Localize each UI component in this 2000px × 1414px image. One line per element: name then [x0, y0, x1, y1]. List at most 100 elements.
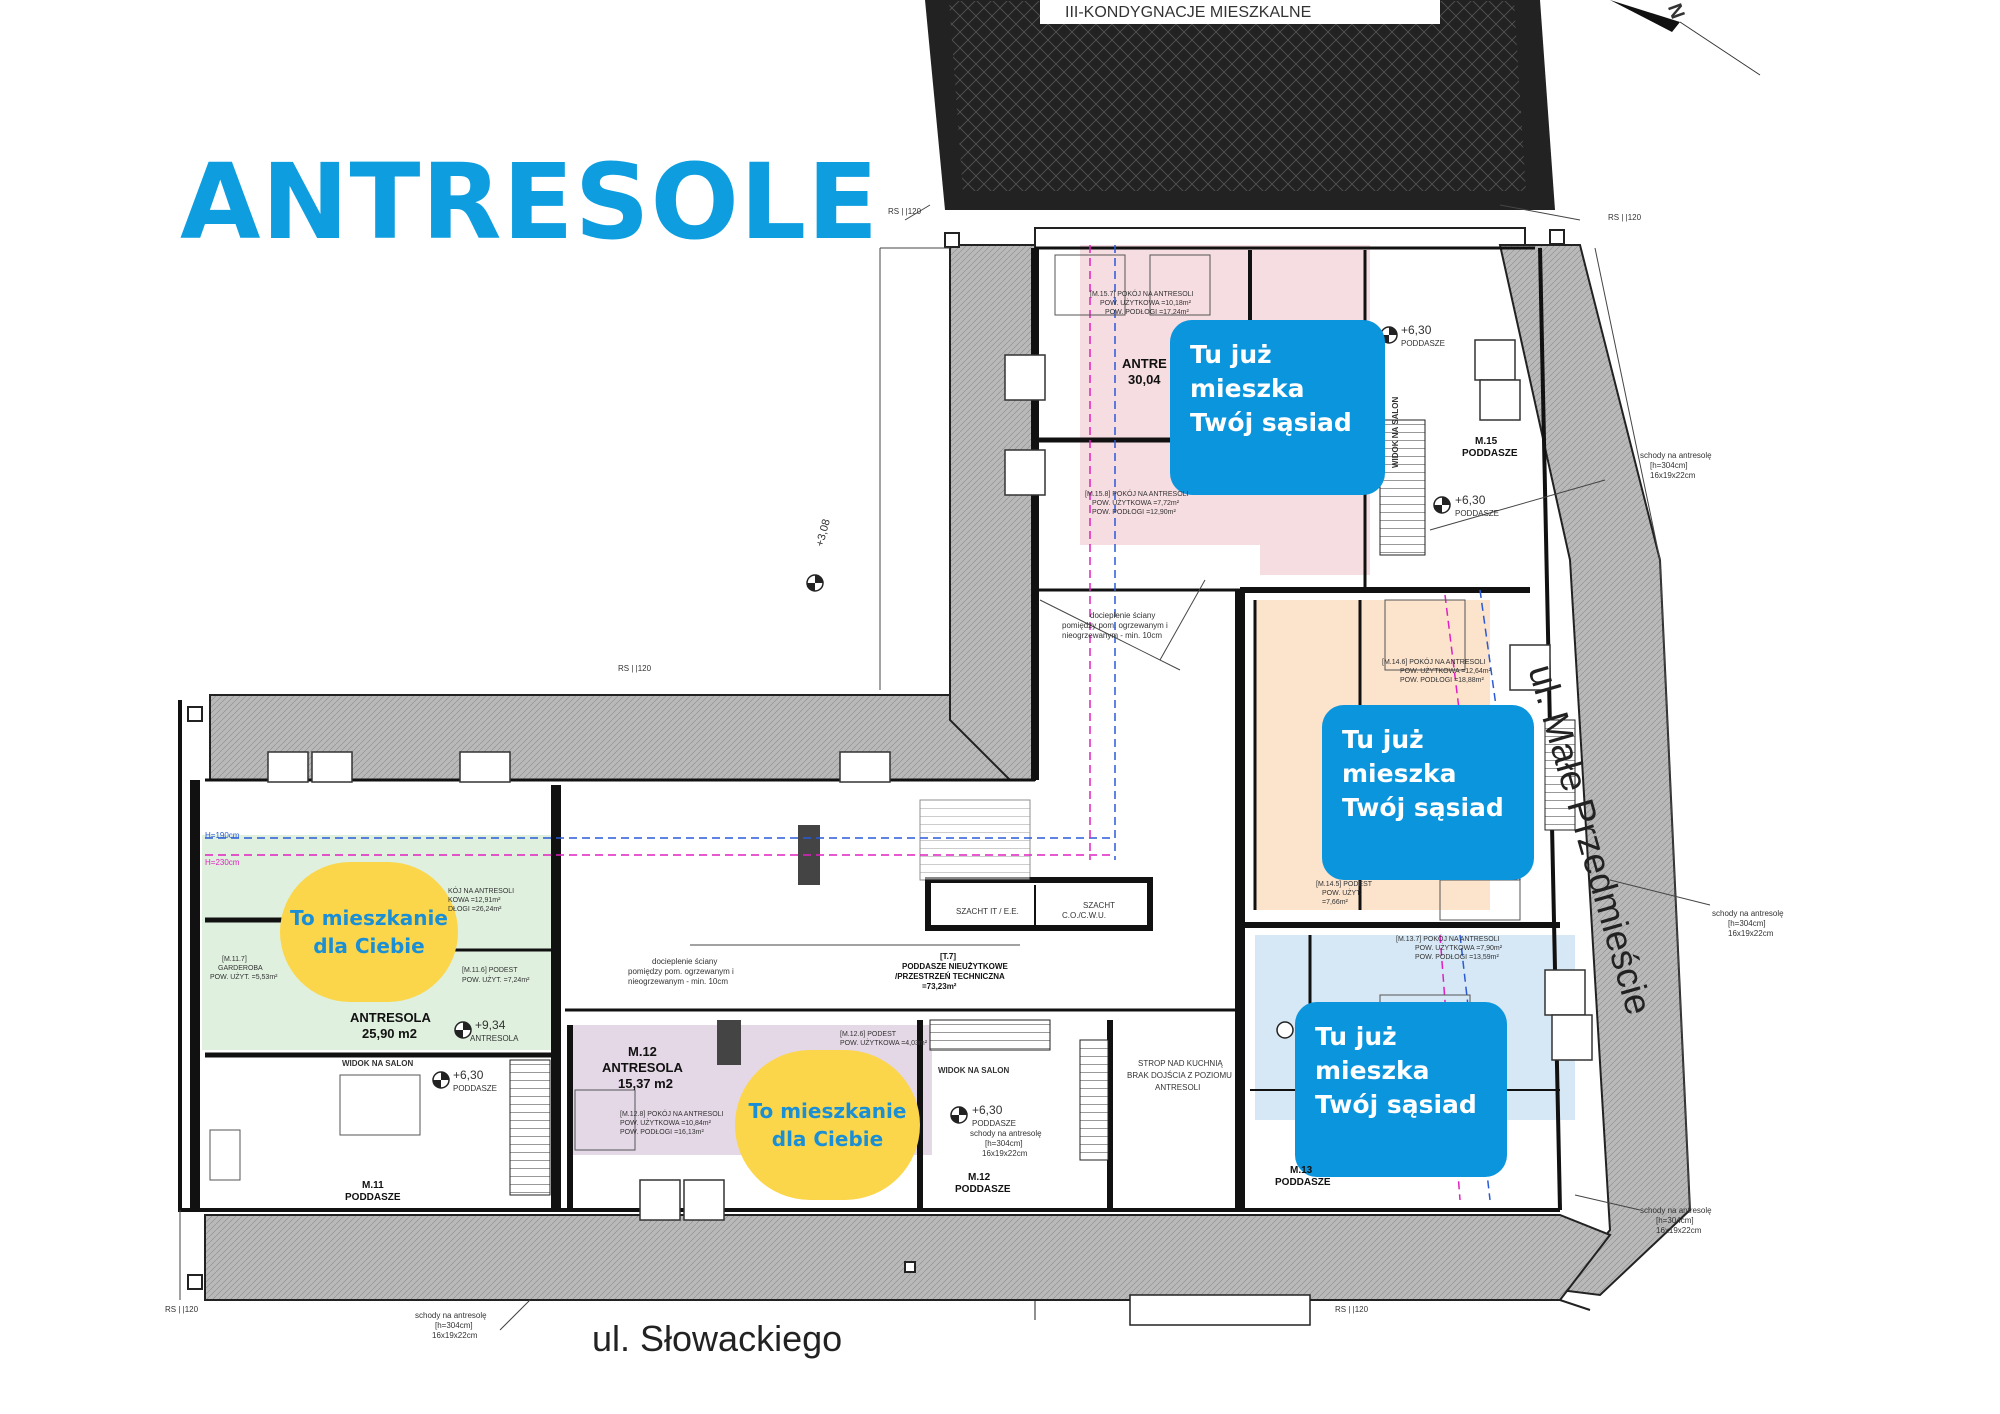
structural-posts: [187, 229, 1565, 1290]
antresola-12-label: ANTRESOLA: [602, 1060, 683, 1075]
strop-note-2: BRAK DOJŚCIA Z POZIOMU: [1127, 1071, 1232, 1080]
shaft-co-label-2: C.O./C.W.U.: [1062, 911, 1106, 920]
shaft-it-label: SZACHT IT / E.E.: [956, 907, 1019, 916]
offer-line: dla Ciebie: [313, 934, 425, 958]
bubble-line: Tu już: [1315, 1022, 1397, 1051]
room-116-b: POW. UŻYT. =7,24m²: [462, 977, 530, 984]
insulation-note-2c: nieogrzewanym - min. 10cm: [628, 977, 729, 986]
room-145-c: =7,66m²: [1322, 899, 1348, 906]
stairs-note: schody na antresolę: [970, 1129, 1042, 1138]
stairs-note: 16x19x22cm: [432, 1331, 478, 1340]
upper-building-label: III-KONDYGNACJE MIESZKALNE: [1065, 4, 1312, 21]
stairs-note: [h=304cm]: [1728, 919, 1766, 928]
room-115: KÓJ NA ANTRESOLI: [448, 888, 515, 895]
room-146: [M.14.6] POKÓJ NA ANTRESOLI: [1382, 659, 1486, 666]
level-630-d: +6,30: [1455, 493, 1486, 507]
stairs-note: schody na antresolę: [1712, 909, 1784, 918]
stairs: [509, 419, 1576, 1196]
room-111-c: POW. UŻYT. =5,53m²: [210, 974, 278, 981]
stairs-note: 16x19x22cm: [982, 1149, 1028, 1158]
stairs-note: [h=304cm]: [1650, 461, 1688, 470]
stairs-note: [h=304cm]: [1656, 1216, 1694, 1225]
t7-line-c: =73,23m²: [922, 982, 957, 991]
room-111-b: GARDEROBA: [218, 965, 263, 972]
upper-building: [925, 0, 1555, 210]
room-145-b: POW. UŻYT.: [1322, 890, 1362, 897]
widok-label-2: WIDOK NA SALON: [938, 1066, 1010, 1075]
antresola-12-area: 15,37 m2: [618, 1076, 673, 1091]
bubble-line: Tu już: [1190, 340, 1272, 369]
antresola-15-area: 30,04: [1128, 372, 1161, 387]
level-630-b: +6,30: [972, 1103, 1003, 1117]
stairs-note: schody na antresolę: [1640, 1206, 1712, 1215]
stairs-note: 16x19x22cm: [1656, 1226, 1702, 1235]
bubble-line: Twój sąsiad: [1190, 408, 1352, 437]
room-158-c: POW. PODŁOGI =12,90m²: [1092, 509, 1176, 516]
m13-sub: PODDASZE: [1275, 1177, 1331, 1188]
level-630-b-sub: PODDASZE: [972, 1119, 1017, 1128]
level-934: +9,34: [475, 1018, 506, 1032]
room-137-b: POW. UŻYTKOWA =7,90m²: [1415, 945, 1503, 952]
offer-bubble: To mieszkanie dla Ciebie: [280, 862, 458, 1002]
widok-label-1: WIDOK NA SALON: [342, 1059, 414, 1068]
t7-line-b: /PRZESTRZEŃ TECHNICZNA: [895, 972, 1005, 981]
room-126: [M.12.6] PODEST: [840, 1031, 897, 1038]
insulation-note-2b: pomiędzy pom. ogrzewanym i: [628, 967, 734, 976]
shaft-co-label: SZACHT: [1083, 901, 1115, 910]
street-label-south: ul. Słowackiego: [592, 1318, 843, 1359]
height-230: H=230cm: [205, 858, 240, 867]
strop-note-3: ANTRESOLI: [1155, 1083, 1201, 1092]
interior-walls: [205, 250, 1560, 1210]
rs-label: RS | |120: [618, 664, 652, 673]
m11-sub: PODDASZE: [345, 1192, 401, 1203]
antresola-11-area: 25,90 m2: [362, 1026, 417, 1041]
t7-line-a: PODDASZE NIEUŻYTKOWE: [902, 962, 1008, 971]
level-630-d-sub: PODDASZE: [1455, 509, 1500, 518]
bubble-line: Twój sąsiad: [1315, 1090, 1477, 1119]
rs-label: RS | |120: [165, 1305, 199, 1314]
room-128-c: POW. PODŁOGI =16,13m²: [620, 1129, 704, 1136]
room-128-b: POW. UŻYTKOWA =10,84m²: [620, 1120, 711, 1127]
neighbour-bubble: Tu już mieszka Twój sąsiad: [1170, 320, 1385, 495]
room-116: [M.11.6] PODEST: [462, 967, 518, 974]
m12b-label: M.12: [968, 1172, 991, 1183]
level-630-a: +6,30: [453, 1068, 484, 1082]
height-190: H=190cm: [205, 831, 240, 840]
m12-label: M.12: [628, 1044, 657, 1059]
level-630-a-sub: PODDASZE: [453, 1084, 498, 1093]
widok-label-3: WIDOK NA SALON: [1391, 396, 1400, 468]
level-630-c-sub: PODDASZE: [1401, 339, 1446, 348]
m12b-sub: PODDASZE: [955, 1184, 1011, 1195]
north-arrow-icon: [1610, 0, 1761, 76]
neighbour-bubble: Tu już mieszka Twój sąsiad: [1322, 705, 1534, 880]
stairs-note: 16x19x22cm: [1650, 471, 1696, 480]
bubble-line: Twój sąsiad: [1342, 793, 1504, 822]
room-157-c: POW. PODŁOGI =17,24m²: [1105, 309, 1189, 316]
stairs-note: schody na antresolę: [415, 1311, 487, 1320]
page-title: ANTRESOLE: [180, 141, 880, 263]
room-145: [M.14.5] PODEST: [1316, 881, 1373, 888]
insulation-note-1a: docieplenie ściany: [1090, 611, 1156, 620]
room-126-b: POW. UŻYTKOWA =4,03m²: [840, 1040, 928, 1047]
room-137: [M.13.7] POKÓJ NA ANTRESOLI: [1396, 936, 1500, 943]
room-157: [M.15.7] POKÓJ NA ANTRESOLI: [1090, 291, 1194, 298]
offer-line: To mieszkanie: [748, 1099, 907, 1123]
room-115-c: DŁOGI =26,24m²: [448, 906, 502, 913]
room-146-b: POW. UŻYTKOWA =12,64m²: [1400, 668, 1491, 675]
rs-label: RS | |120: [888, 207, 922, 216]
rs-label: RS | |120: [1608, 213, 1642, 222]
bubble-line: mieszka: [1342, 759, 1457, 788]
m13-label: M.13: [1290, 1165, 1313, 1176]
room-158: [M.15.8] POKÓJ NA ANTRESOLI: [1085, 491, 1189, 498]
stairs-note: schody na antresolę: [1640, 451, 1712, 460]
m15-label: M.15: [1475, 436, 1498, 447]
room-158-b: POW. UŻYTKOWA =7,72m²: [1092, 500, 1180, 507]
room-115-b: KOWA =12,91m²: [448, 897, 501, 904]
antresola-15-label: ANTRE: [1122, 356, 1167, 371]
room-111: [M.11.7]: [222, 956, 247, 963]
t7-code: [T.7]: [940, 952, 956, 961]
insulation-note-1c: nieogrzewanym - min. 10cm: [1062, 631, 1163, 640]
room-137-c: POW. PODŁOGI =13,59m²: [1415, 954, 1499, 961]
insulation-note-1b: pomiędzy pom. ogrzewanym i: [1062, 621, 1168, 630]
antresola-11-label: ANTRESOLA: [350, 1010, 431, 1025]
